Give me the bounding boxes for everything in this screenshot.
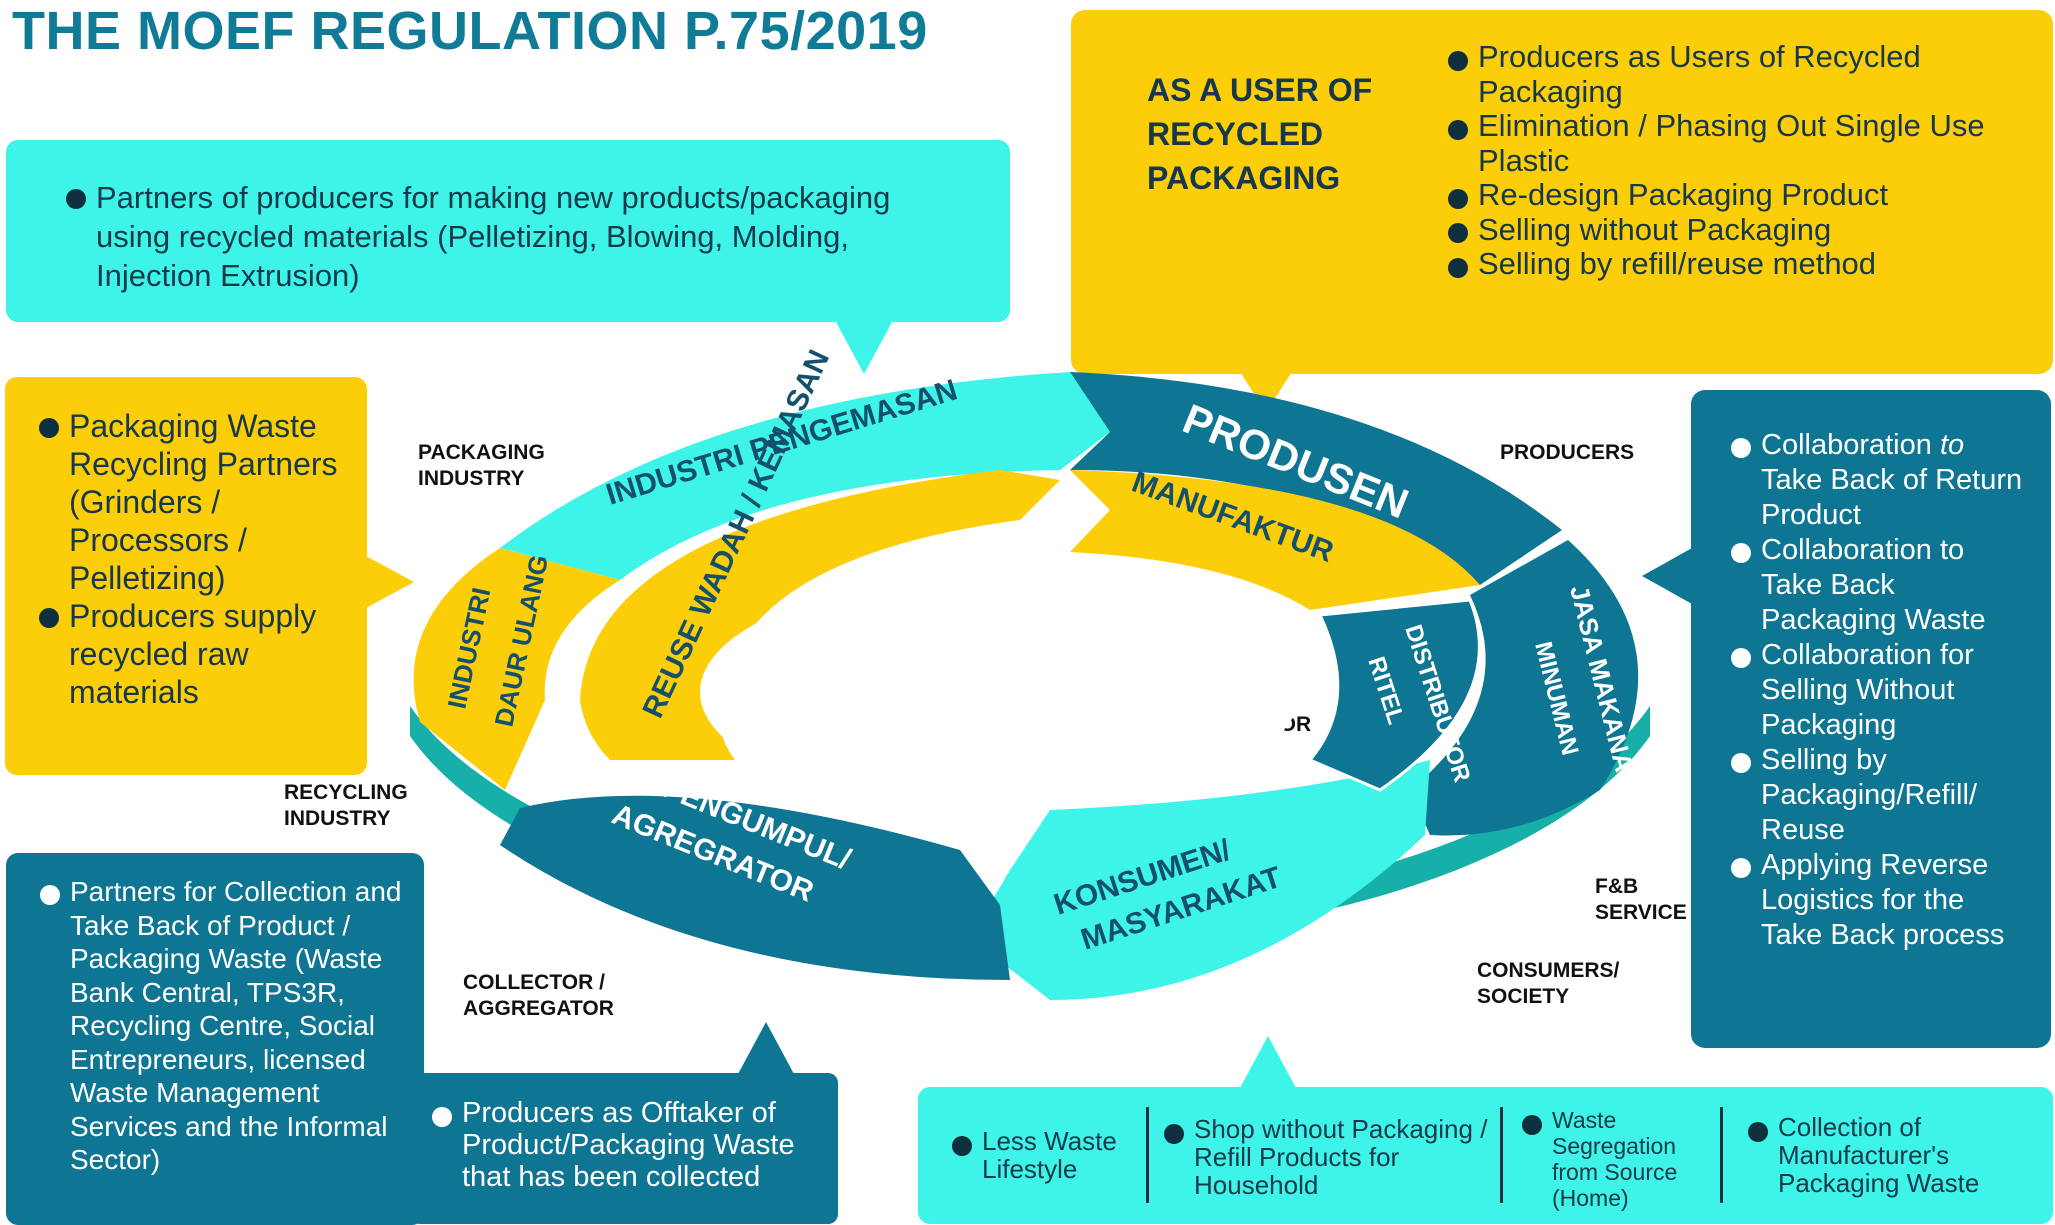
segment-jasa-makanan (1410, 540, 1639, 836)
label-fb-service: F&B SERVICE (1595, 875, 1687, 924)
segment-produsen (1070, 372, 1562, 585)
page-title: THE MOEF REGULATION P.75/2019 (12, 1, 928, 61)
callout-item: Producers as Users of Recycled Packaging (1448, 39, 2018, 109)
heading-line: AS A USER OF (1147, 72, 1373, 108)
callout-heading: AS A USER OF RECYCLED PACKAGING (1147, 68, 1372, 200)
ring-label-distributor: DISTRIBUTOR (1399, 622, 1475, 786)
callout-pointer (738, 1022, 794, 1074)
ring-label-minuman: MINUMAN (1529, 639, 1583, 758)
ring-label-masyarakat: MASYARAKAT (1077, 861, 1285, 957)
ring-label-produsen: PRODUSEN (1177, 395, 1415, 528)
ring-label-agregrator: AGREGRATOR (607, 798, 818, 909)
callout-pointer (836, 322, 892, 374)
ring-label-pengumpul: PENGUMPUL/ (657, 771, 855, 877)
callout-pointer (1240, 372, 1292, 412)
segment-industri-daur-ulang (413, 548, 620, 790)
segment-distributor (1307, 598, 1481, 792)
callout-item: Elimination / Phasing Out Single Use Pla… (1448, 108, 2018, 178)
segment-pengumpul (500, 795, 1010, 980)
callout-item: Producers supply recycled raw materials (39, 597, 359, 711)
callout-item: Selling by Packaging/Refill/ Reuse (1731, 743, 2031, 848)
divider (1146, 1107, 1149, 1203)
segment-konsumen (970, 760, 1430, 1000)
callout-item: Applying Reverse Logistics for the Take … (1731, 848, 2031, 953)
callout-item: Partners of producers for making new pro… (66, 178, 916, 295)
label-collector: COLLECTOR / AGGREGATOR (463, 971, 614, 1020)
label-consumers: CONSUMERS/ SOCIETY (1477, 959, 1620, 1008)
callout-item: Waste Segregation from Source (Home) (1522, 1107, 1702, 1211)
callout-item: Producers as Offtaker of Product/Packagi… (432, 1097, 832, 1193)
callout-offtaker: Producers as Offtaker of Product/Packagi… (410, 1073, 838, 1224)
callout-item: Re-design Packaging Product (1448, 177, 2018, 213)
ring-label-daur-ulang: DAUR ULANG (489, 552, 555, 729)
label-recycling-industry: RECYCLING INDUSTRY (284, 781, 408, 830)
label-packaging-industry: PACKAGING INDUSTRY (418, 441, 545, 490)
callout-item: Shop without Packaging / Refill Products… (1164, 1115, 1514, 1199)
callout-pointer (1240, 1036, 1296, 1088)
ring-label-konsumen: KONSUMEN/ (1050, 833, 1235, 921)
heading-line: PACKAGING (1147, 160, 1341, 196)
callout-recycling-industry: Packaging Waste Recycling Partners (Grin… (5, 377, 367, 775)
label-producers: PRODUCERS (1500, 441, 1635, 464)
ring-label-industri: INDUSTRI (442, 585, 497, 711)
callout-user-of-recycled-packaging: AS A USER OF RECYCLED PACKAGING Producer… (1071, 10, 2053, 374)
callout-item: Partners for Collection and Take Back of… (40, 875, 410, 1177)
callout-item: Packaging Waste Recycling Partners (Grin… (39, 407, 359, 597)
segment-manufaktur (1070, 470, 1480, 610)
ring-label-jasa-makanan: JASA MAKANAN/ (1564, 582, 1646, 800)
callout-packaging-industry: Partners of producers for making new pro… (6, 140, 1010, 322)
segment-industri-pengemasan (500, 372, 1110, 580)
callout-consumers: Less Waste Lifestyle Shop without Packag… (918, 1087, 2053, 1224)
ring-label-industri-pengemasan: INDUSTRI PENGEMASAN (602, 373, 961, 511)
label-reuse: REUSE PACKAGING/ CONTAINER (835, 621, 968, 696)
ring-label-manufaktur: MANUFAKTUR (1128, 466, 1338, 570)
callout-item: Collaboration for Selling Without Packag… (1731, 638, 2031, 743)
callout-collector: Partners for Collection and Take Back of… (6, 853, 424, 1225)
callout-item: Collection of Manufacturer's Packaging W… (1748, 1113, 2028, 1197)
callout-item: Less Waste Lifestyle (952, 1127, 1142, 1183)
heading-line: RECYCLED (1147, 116, 1324, 152)
divider (1720, 1107, 1723, 1203)
callout-item: Selling by refill/reuse method (1448, 246, 2018, 282)
callout-fb-service: Collaboration to Take Back of Return Pro… (1691, 390, 2051, 1048)
callout-item: Collaboration to Take Back of Return Pro… (1731, 428, 2031, 533)
callout-item: Collaboration to Take Back Packaging Was… (1731, 533, 2031, 638)
ring-side (410, 706, 1650, 943)
ring-label-ritel: RITEL (1362, 654, 1409, 728)
label-retail: RETAIL DISTRIBUTOR (1168, 687, 1312, 736)
ring-label-reuse-wadah: REUSE WADAH / KEMASAN (636, 345, 836, 723)
callout-item: Selling without Packaging (1448, 212, 2018, 248)
callout-pointer (366, 556, 414, 608)
label-manufacture: MANUFACTURE (1046, 621, 1209, 644)
callout-pointer (1642, 548, 1692, 604)
segment-reuse-wadah (580, 470, 1060, 760)
divider (1500, 1107, 1503, 1203)
